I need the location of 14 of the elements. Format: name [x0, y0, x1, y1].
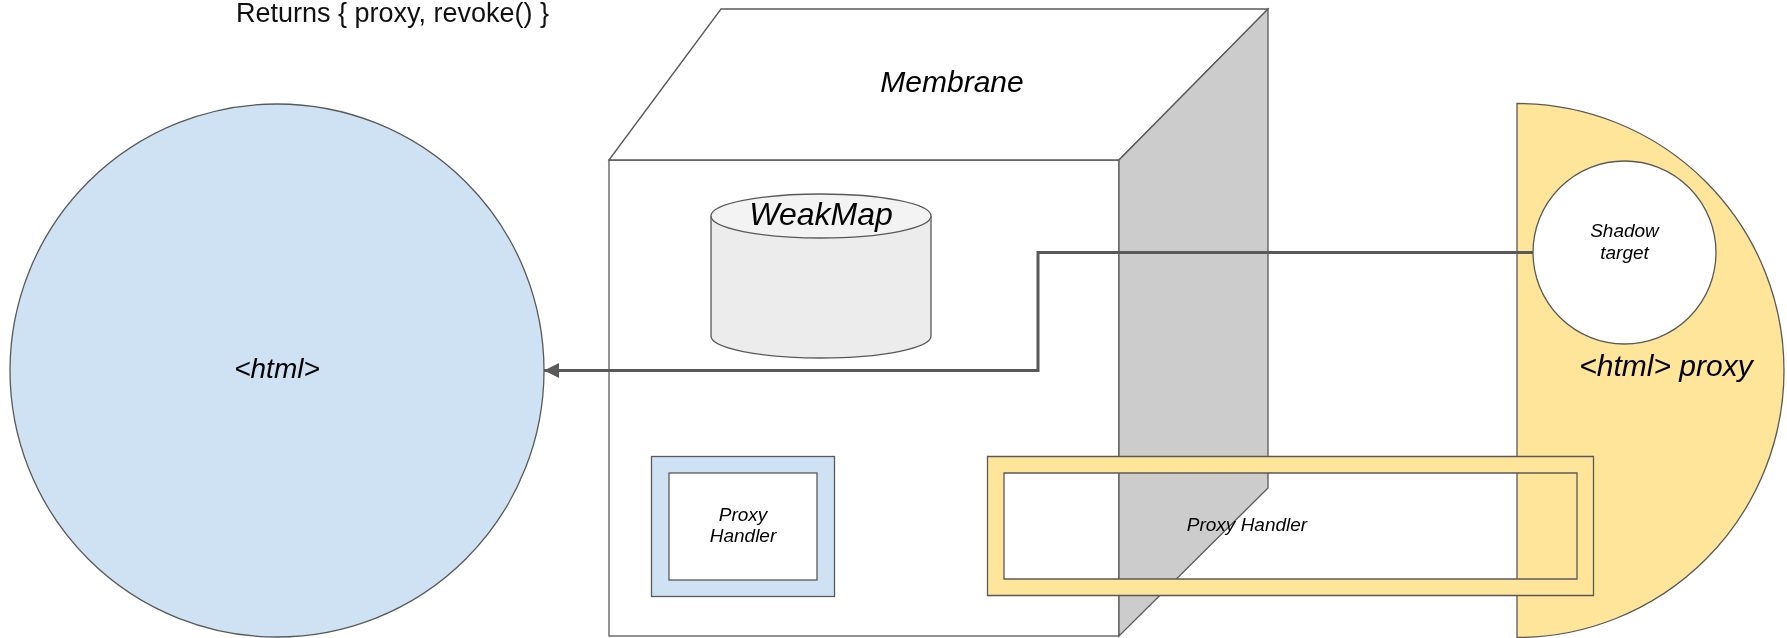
- return-value-note: Returns { proxy, revoke() }: [236, 0, 550, 29]
- node-label: Proxy Handler: [708, 503, 778, 548]
- node-label: Membrane: [879, 65, 1025, 100]
- circle-node: [1532, 160, 1717, 345]
- proxy-handler-box: [987, 456, 1594, 596]
- node-label: Shadow target: [1589, 220, 1661, 264]
- arrow: [544, 251, 1533, 378]
- node-label: WeakMap: [748, 196, 894, 233]
- node-label: <html> proxy: [1578, 349, 1755, 384]
- proxy-handler-box: [651, 456, 835, 597]
- circle-node: [9, 103, 545, 638]
- node-label: <html>: [233, 352, 321, 385]
- node-label: Proxy Handler: [1185, 514, 1309, 536]
- cylinder-shape: [710, 194, 932, 358]
